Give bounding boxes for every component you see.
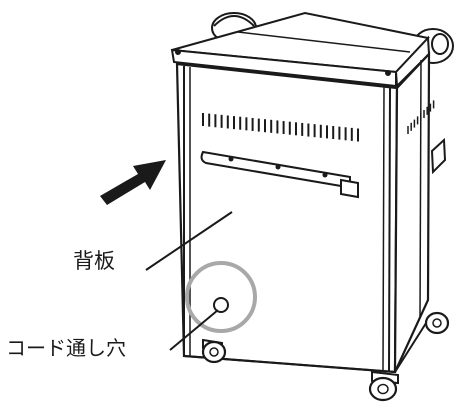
vent-slots [202, 113, 359, 142]
leader-line-cord-hole [169, 309, 219, 351]
wheel-back-right [424, 311, 450, 335]
back-panel [175, 62, 399, 374]
label-cord-hole: コード通し穴 [6, 336, 126, 360]
side-panel [393, 51, 431, 373]
side-vent-slots [407, 100, 435, 134]
cord-hole-highlight-circle [185, 261, 257, 333]
side-handle [430, 137, 447, 175]
direction-arrow [100, 160, 166, 205]
label-back-panel: 背板 [73, 249, 115, 273]
leader-line-back-panel [145, 211, 233, 271]
cord-hole [213, 297, 229, 313]
wheel-front-left [201, 338, 227, 364]
wheel-front-right [368, 370, 399, 402]
mounting-bracket [200, 150, 359, 199]
